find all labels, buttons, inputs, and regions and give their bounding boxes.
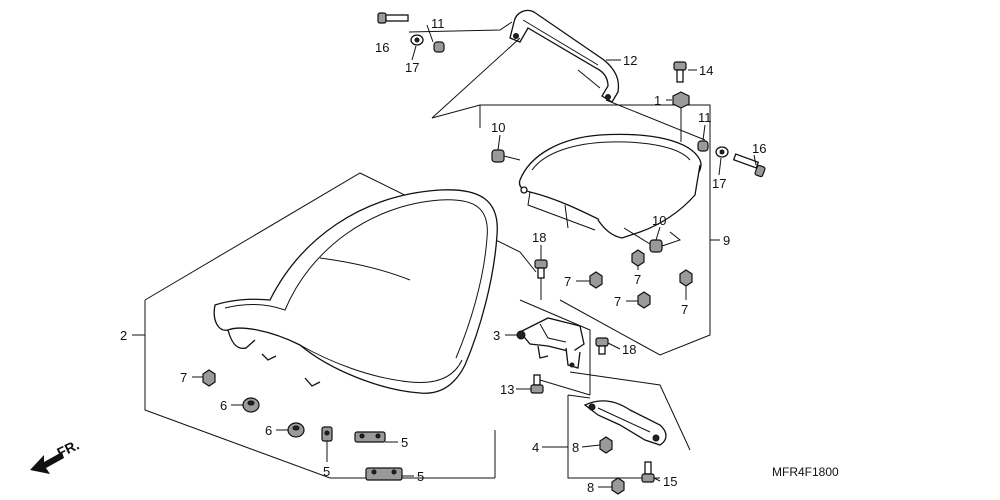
bolt-16-top (377, 12, 409, 24)
callout-16-right: 16 (752, 141, 766, 156)
callout-6-a: 6 (220, 398, 227, 413)
clip-nut-8-a (599, 436, 613, 454)
rubber-5-c (365, 467, 403, 481)
callout-9: 9 (723, 233, 730, 248)
collar-10-left (491, 149, 521, 163)
lower-bracket (583, 400, 667, 446)
bolt-18-upper (534, 259, 548, 279)
callout-7-main: 7 (180, 370, 187, 385)
washer-17-top (410, 34, 424, 46)
bolt-15 (641, 461, 655, 483)
callout-13: 13 (500, 382, 514, 397)
callout-10-left: 10 (491, 120, 505, 135)
callout-14: 14 (699, 63, 713, 78)
clip-nut-7-a (589, 271, 603, 289)
callout-5-a: 5 (401, 435, 408, 450)
callout-7-b: 7 (634, 272, 641, 287)
callout-18-upper: 18 (532, 230, 546, 245)
callout-5-b: 5 (323, 464, 330, 479)
callout-5-c: 5 (417, 469, 424, 484)
grab-rail (509, 9, 620, 103)
rubber-5-b (354, 431, 386, 443)
collar-11-top (433, 41, 445, 53)
diagram-code: MFR4F1800 (772, 465, 839, 479)
clip-nut-7-b (631, 249, 645, 267)
callout-6-b: 6 (265, 423, 272, 438)
bolt-16-right (732, 153, 766, 178)
callout-1: 1 (654, 93, 661, 108)
callout-15: 15 (663, 474, 677, 489)
pillion-seat (518, 133, 702, 239)
clip-nut-8-b (611, 477, 625, 495)
callout-7-c: 7 (614, 294, 621, 309)
seat-bracket (516, 317, 585, 369)
clip-nut-7-main (202, 369, 216, 387)
callout-8-b: 8 (587, 480, 594, 495)
nut-1 (672, 91, 690, 109)
cushion-6-a (242, 397, 260, 413)
callout-17-right: 17 (712, 176, 726, 191)
bolt-18-right (595, 337, 609, 355)
clip-nut-7-d (679, 269, 693, 287)
bolt-13 (530, 374, 544, 394)
main-seat (213, 189, 498, 394)
front-direction-arrow-icon (30, 452, 64, 474)
callout-11-right: 11 (698, 110, 712, 125)
callout-8-a: 8 (572, 440, 579, 455)
callout-7-a: 7 (564, 274, 571, 289)
washer-17-right (715, 146, 729, 158)
callout-16-top: 16 (375, 40, 389, 55)
leader-lines (132, 24, 757, 488)
callout-17-top: 17 (405, 60, 419, 75)
collar-10-right (623, 227, 682, 253)
callout-labels: 16 11 17 12 14 1 11 17 16 10 10 9 18 7 7… (120, 16, 766, 495)
callout-10-right: 10 (652, 213, 666, 228)
collar-11-right (697, 140, 709, 152)
bolt-14 (673, 61, 687, 83)
rubber-5-a (321, 426, 333, 442)
pillion-seat-group-outline (431, 104, 720, 356)
cushion-6-b (287, 422, 305, 438)
clip-nut-7-c (637, 291, 651, 309)
callout-3: 3 (493, 328, 500, 343)
callout-12: 12 (623, 53, 637, 68)
callout-11-top: 11 (431, 16, 445, 31)
callout-4: 4 (532, 440, 539, 455)
callout-2: 2 (120, 328, 127, 343)
callout-18-right: 18 (622, 342, 636, 357)
callout-7-d: 7 (681, 302, 688, 317)
